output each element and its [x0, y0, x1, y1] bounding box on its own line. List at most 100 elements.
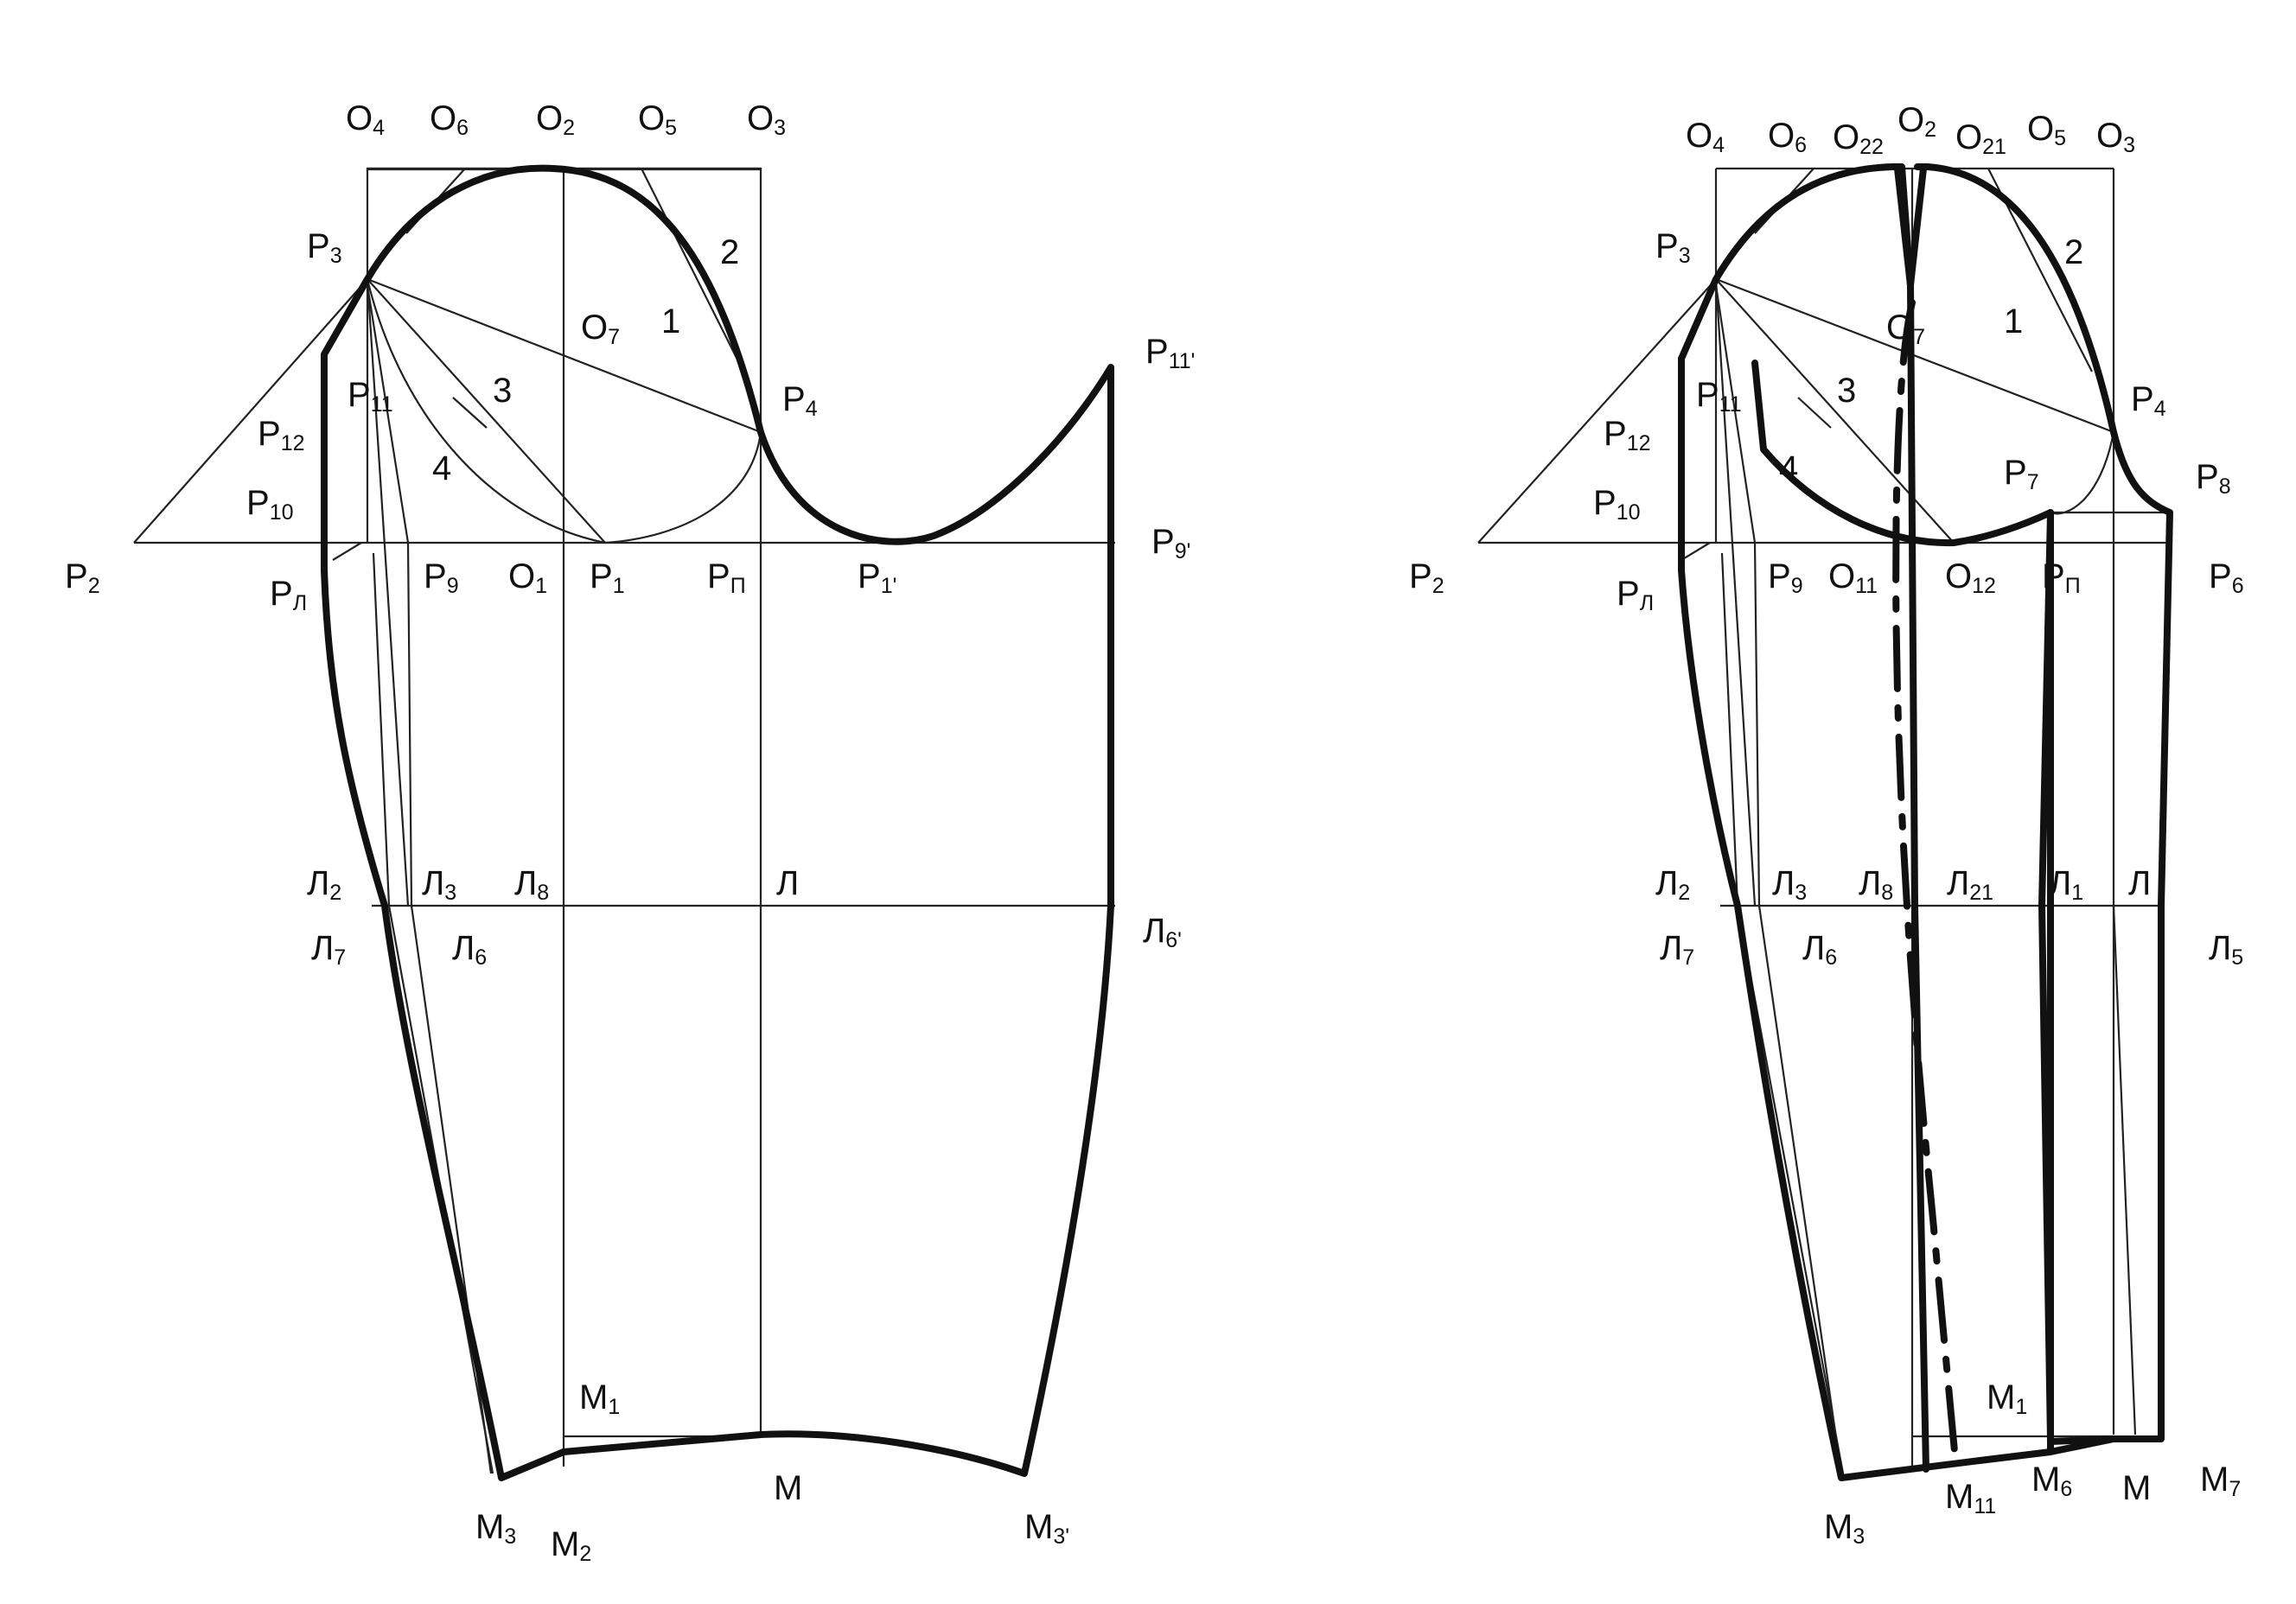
label-subscript: 2	[1432, 574, 1445, 598]
left-label-O4: O4	[346, 99, 385, 140]
label-letter: O	[1945, 557, 1972, 595]
left-label-O7: O7	[581, 309, 620, 349]
left-label-n1: 1	[661, 302, 680, 341]
label-subscript: 3	[1679, 244, 1691, 268]
label-subscript: 3	[504, 1524, 516, 1549]
label-subscript: 4	[2154, 397, 2166, 421]
label-letter: Л	[2209, 929, 2231, 967]
label-subscript: 9'	[1175, 539, 1191, 563]
left-label-O3: O3	[747, 99, 786, 140]
right-label-P3: P3	[1655, 227, 1691, 268]
label-letter: P	[1696, 376, 1719, 414]
label-letter: P	[707, 557, 730, 595]
left-label-M3: M3	[475, 1508, 516, 1549]
right-label-O22: O22	[1833, 118, 1884, 159]
label-letter: O	[2027, 110, 2054, 148]
left-label-n2: 2	[720, 233, 739, 271]
left-label-P11p: P11'	[1145, 333, 1195, 373]
label-subscript: 3'	[1053, 1524, 1069, 1549]
label-subscript: 4	[1712, 133, 1725, 157]
label-subscript: 2	[563, 116, 575, 140]
right-label-P12: P12	[1604, 415, 1651, 455]
right-label-P2: P2	[1409, 557, 1445, 598]
right-construction-lines	[1477, 167, 2170, 1474]
label-subscript: 3	[330, 244, 342, 268]
left-label-P2: P2	[65, 557, 100, 598]
right-label-O4: O4	[1686, 117, 1725, 157]
label-letter: P	[2131, 380, 2154, 418]
right-label-P9: P9	[1768, 557, 1803, 598]
label-letter: O	[1828, 557, 1855, 595]
label-letter: P	[65, 557, 88, 595]
label-letter: P	[2004, 454, 2027, 492]
label-subscript: 1	[2071, 881, 2083, 905]
label-letter: O	[1955, 118, 1982, 156]
label-letter: M	[2122, 1469, 2151, 1507]
label-subscript: 21	[1982, 135, 2006, 159]
label-letter: O	[1768, 117, 1795, 155]
label-letter: P	[270, 575, 293, 613]
label-subscript: 2	[1924, 118, 1936, 142]
label-subscript: 6	[1825, 945, 1837, 970]
label-subscript: 6	[1795, 133, 1807, 157]
label-subscript: 3	[2123, 133, 2135, 157]
left-label-P11: P11	[348, 376, 393, 417]
label-subscript: 5	[665, 116, 677, 140]
label-subscript: 7	[1913, 325, 1925, 349]
label-letter: 4	[1779, 449, 1798, 487]
label-subscript: 3	[444, 881, 456, 905]
right-sleeve-outline	[1678, 163, 2173, 1481]
label-subscript: П	[2065, 574, 2081, 598]
label-letter: O	[2096, 117, 2123, 155]
label-letter: P	[590, 557, 613, 595]
left-label-P12: P12	[258, 415, 305, 455]
label-letter: M	[475, 1508, 504, 1546]
label-subscript: 10	[270, 500, 294, 525]
left-label-L2: Л2	[307, 864, 341, 905]
label-letter: M	[774, 1469, 802, 1507]
right-label-P10: P10	[1593, 484, 1641, 525]
label-letter: P	[1145, 333, 1169, 371]
label-subscript: 4	[373, 116, 385, 140]
label-letter: O	[1833, 118, 1859, 156]
label-letter: M	[1987, 1378, 2015, 1416]
label-letter: Л	[1859, 864, 1881, 902]
label-subscript: 3	[1853, 1524, 1865, 1549]
left-label-O2: O2	[536, 99, 575, 140]
label-letter: O	[1897, 101, 1924, 139]
label-letter: Л	[422, 864, 444, 902]
left-construction-lines	[133, 167, 1115, 1474]
label-letter: P	[2042, 557, 2065, 595]
label-subscript: 10	[1617, 500, 1641, 525]
label-letter: Л	[452, 929, 475, 967]
left-label-L7: Л7	[311, 929, 346, 970]
label-subscript: 7	[1682, 945, 1694, 970]
label-letter: P	[246, 484, 270, 522]
label-letter: Л	[1143, 912, 1165, 950]
label-subscript: 1	[2015, 1395, 2027, 1419]
left-label-L6: Л6	[452, 929, 487, 970]
right-label-M6: M6	[2031, 1461, 2072, 1501]
label-subscript: 1	[613, 574, 625, 598]
label-letter: M	[1824, 1508, 1853, 1546]
label-subscript: Л	[1640, 591, 1654, 615]
label-subscript: 11	[1855, 574, 1878, 598]
right-label-n2: 2	[2064, 233, 2083, 271]
label-subscript: 9	[1791, 574, 1803, 598]
label-letter: Л	[2049, 864, 2071, 902]
left-label-PP: PП	[707, 557, 746, 598]
label-letter: O	[508, 557, 535, 595]
left-label-M3p: M3'	[1024, 1508, 1069, 1549]
label-subscript: 5	[2054, 126, 2066, 150]
label-letter: Л	[1655, 864, 1678, 902]
label-subscript: 12	[1627, 431, 1651, 455]
right-label-O5: O5	[2027, 110, 2066, 150]
left-label-O1: O1	[508, 557, 547, 598]
label-subscript: 6	[475, 945, 487, 970]
label-letter: P	[1604, 415, 1627, 453]
right-label-L5: Л5	[2209, 929, 2243, 970]
label-letter: 3	[493, 372, 512, 410]
label-letter: P	[1655, 227, 1679, 265]
left-label-L3: Л3	[422, 864, 456, 905]
